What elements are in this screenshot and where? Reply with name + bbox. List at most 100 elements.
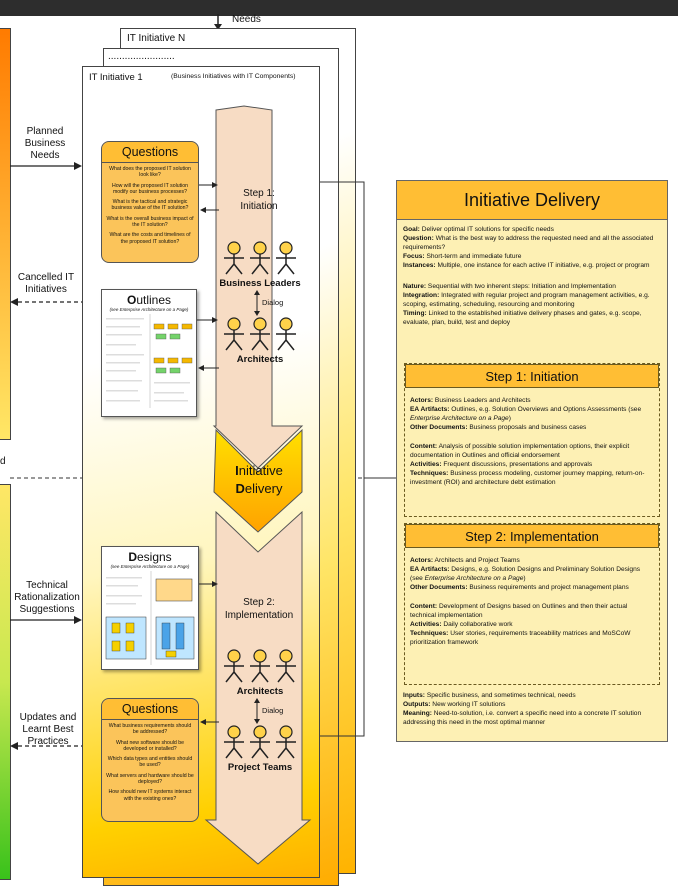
window-top-bar: [0, 0, 678, 16]
step2-activities: Activities: Daily collaborative work: [410, 621, 513, 628]
initiative-delivery-center: Initiative Delivery: [214, 462, 304, 498]
outro-meaning: Meaning: Need-to-solution, i.e. convert …: [403, 710, 642, 726]
outlines-title: Outlines: [102, 293, 196, 307]
outlines-subtitle: (see Enterprise Architecture on a Page): [109, 307, 189, 312]
step2-other-docs: Other Documents: Business requirements a…: [410, 584, 629, 591]
step1-details2: Content: Analysis of possible solution i…: [405, 432, 659, 487]
designs-document: Designs (see Enterprise Architecture on …: [101, 546, 199, 670]
planned-needs-label: Planned Business Needs: [24, 126, 66, 161]
cancelled-arrow: [10, 298, 82, 306]
initiative-n-title: IT Initiative N: [127, 33, 186, 44]
business-leaders-label: Business Leaders: [219, 278, 301, 289]
business-leaders-icon: [224, 241, 296, 275]
intro-nature: Nature: Sequential with two inherent ste…: [403, 283, 616, 290]
questions-bottom-arrow: [200, 719, 219, 725]
questions-bottom-title: Questions: [102, 699, 198, 720]
dialog1-label: Dialog: [262, 298, 284, 307]
intro-focus: Focus: Short-term and immediate future: [403, 253, 522, 260]
outro-inputs: Inputs: Specific business, and sometimes…: [403, 692, 576, 699]
step2-techniques: Techniques: User stories, requirements t…: [410, 630, 631, 646]
question-item: What is the overall business impact of t…: [106, 215, 194, 229]
questions-top-list: What does the proposed IT solution look …: [102, 163, 198, 252]
architects1-label: Architects: [236, 354, 284, 365]
step2-title: Step 2: Implementation: [405, 524, 659, 548]
updates-label: Updates and Learnt Best Practices: [19, 712, 77, 747]
step2-content: Content: Development of Designs based on…: [410, 603, 628, 619]
designs-thumbnail: [105, 571, 195, 665]
dialog1-arrow: [254, 290, 260, 316]
initiative-dots: ........................: [108, 51, 175, 62]
panel-title: Initiative Delivery: [397, 181, 667, 220]
initiative-1-subtitle: (Business Initiatives with IT Components…: [171, 73, 296, 80]
designs-title-first: D: [128, 550, 137, 564]
needs-label: Needs: [232, 14, 261, 25]
initiative-1-title: IT Initiative 1: [89, 72, 143, 83]
left-strategy-bar: [0, 28, 11, 440]
designs-subtitle: (see Enterprise Architecture on a Page): [110, 564, 190, 569]
step2-details: Actors: Architects and Project Teams EA …: [405, 548, 659, 592]
questions-top-title: Questions: [102, 142, 198, 163]
step1-ea-artifacts: EA Artifacts: Outlines, e.g. Solution Ov…: [410, 406, 642, 422]
step1-label: Step 1: Initiation: [240, 188, 278, 212]
step1-other-docs: Other Documents: Business proposals and …: [410, 424, 587, 431]
step2-ea-artifacts: EA Artifacts: Designs, e.g. Solution Des…: [410, 566, 641, 582]
technical-suggestions-label: Technical Rationalization Suggestions: [14, 580, 80, 615]
step2-box: Step 2: Implementation Actors: Architect…: [404, 523, 660, 685]
outlines-title-rest: utlines: [136, 293, 172, 307]
left-landscape-bar: [0, 484, 11, 880]
architects1-icon: [224, 317, 296, 351]
question-item: What new software should be developed or…: [115, 739, 185, 752]
panel-intro2: Nature: Sequential with two inherent ste…: [397, 270, 667, 327]
intro-integration: Integration: Integrated with regular pro…: [403, 292, 650, 308]
updates-arrow: [10, 742, 82, 750]
intro-question: Question: What is the best way to addres…: [403, 235, 654, 251]
questions-bottom-box: Questions What business requirements sho…: [101, 698, 199, 822]
dialog2-arrow: [254, 698, 260, 724]
step1-content: Content: Analysis of possible solution i…: [410, 443, 630, 459]
designs-title-rest: esigns: [136, 550, 172, 564]
question-item: What does the proposed IT solution look …: [109, 166, 191, 179]
outlines-document: Outlines (see Enterprise Architecture on…: [101, 289, 197, 417]
panel-outro: Inputs: Specific business, and sometimes…: [403, 691, 661, 727]
project-teams-label: Project Teams: [227, 762, 293, 773]
questions-top-box: Questions What does the proposed IT solu…: [101, 141, 199, 263]
project-teams-icon: [224, 725, 296, 759]
outro-outputs: Outputs: New working IT solutions: [403, 701, 506, 708]
intro-timing: Timing: Linked to the established initia…: [403, 310, 642, 326]
planned-needs-arrow: [10, 162, 82, 170]
architects2-icon: [224, 649, 296, 683]
questions-bottom-list: What business requirements should be add…: [102, 720, 198, 809]
step1-techniques: Techniques: Business process modeling, c…: [410, 470, 645, 486]
bracket-connector: [320, 181, 396, 737]
process-arrow: [204, 105, 312, 865]
step1-details: Actors: Business Leaders and Architects …: [405, 388, 659, 432]
question-item: How will the proposed IT solution modify…: [111, 182, 189, 195]
center-i: I: [235, 463, 239, 478]
question-item: How should new IT systems interact with …: [108, 789, 192, 802]
dialog2-label: Dialog: [262, 706, 284, 715]
cancelled-initiatives-label: Cancelled IT Initiatives: [17, 272, 75, 295]
question-item: What are the costs and timelines of the …: [109, 232, 191, 245]
initiative-delivery-panel: Initiative Delivery Goal: Deliver optima…: [396, 180, 668, 742]
designs-arrow: [199, 581, 218, 587]
technical-arrow: [10, 616, 82, 624]
step1-title: Step 1: Initiation: [405, 364, 659, 388]
left-cut-label: d: [0, 456, 6, 467]
step1-box: Step 1: Initiation Actors: Business Lead…: [404, 363, 660, 517]
intro-goal: Goal: Deliver optimal IT solutions for s…: [403, 226, 554, 233]
step2-label: Step 2: Implementation: [224, 597, 294, 621]
panel-intro: Goal: Deliver optimal IT solutions for s…: [397, 220, 667, 270]
intro-instances: Instances: Multiple, one instance for ea…: [403, 262, 650, 269]
architects2-label: Architects: [236, 686, 284, 697]
step1-activities: Activities: Frequent discussions, presen…: [410, 461, 593, 468]
needs-arrow: [214, 14, 222, 30]
question-item: Which data types and entities should be …: [107, 756, 193, 769]
outlines-thumbnail: [106, 314, 193, 408]
designs-title: Designs: [102, 550, 198, 564]
step1-actors: Actors: Business Leaders and Architects: [410, 397, 531, 404]
center-d: D: [235, 481, 245, 496]
center-elivery: elivery: [244, 481, 283, 496]
questions-top-arrows: [199, 182, 219, 213]
step2-details2: Content: Development of Designs based on…: [405, 592, 659, 647]
question-item: What business requirements should be add…: [108, 723, 192, 736]
